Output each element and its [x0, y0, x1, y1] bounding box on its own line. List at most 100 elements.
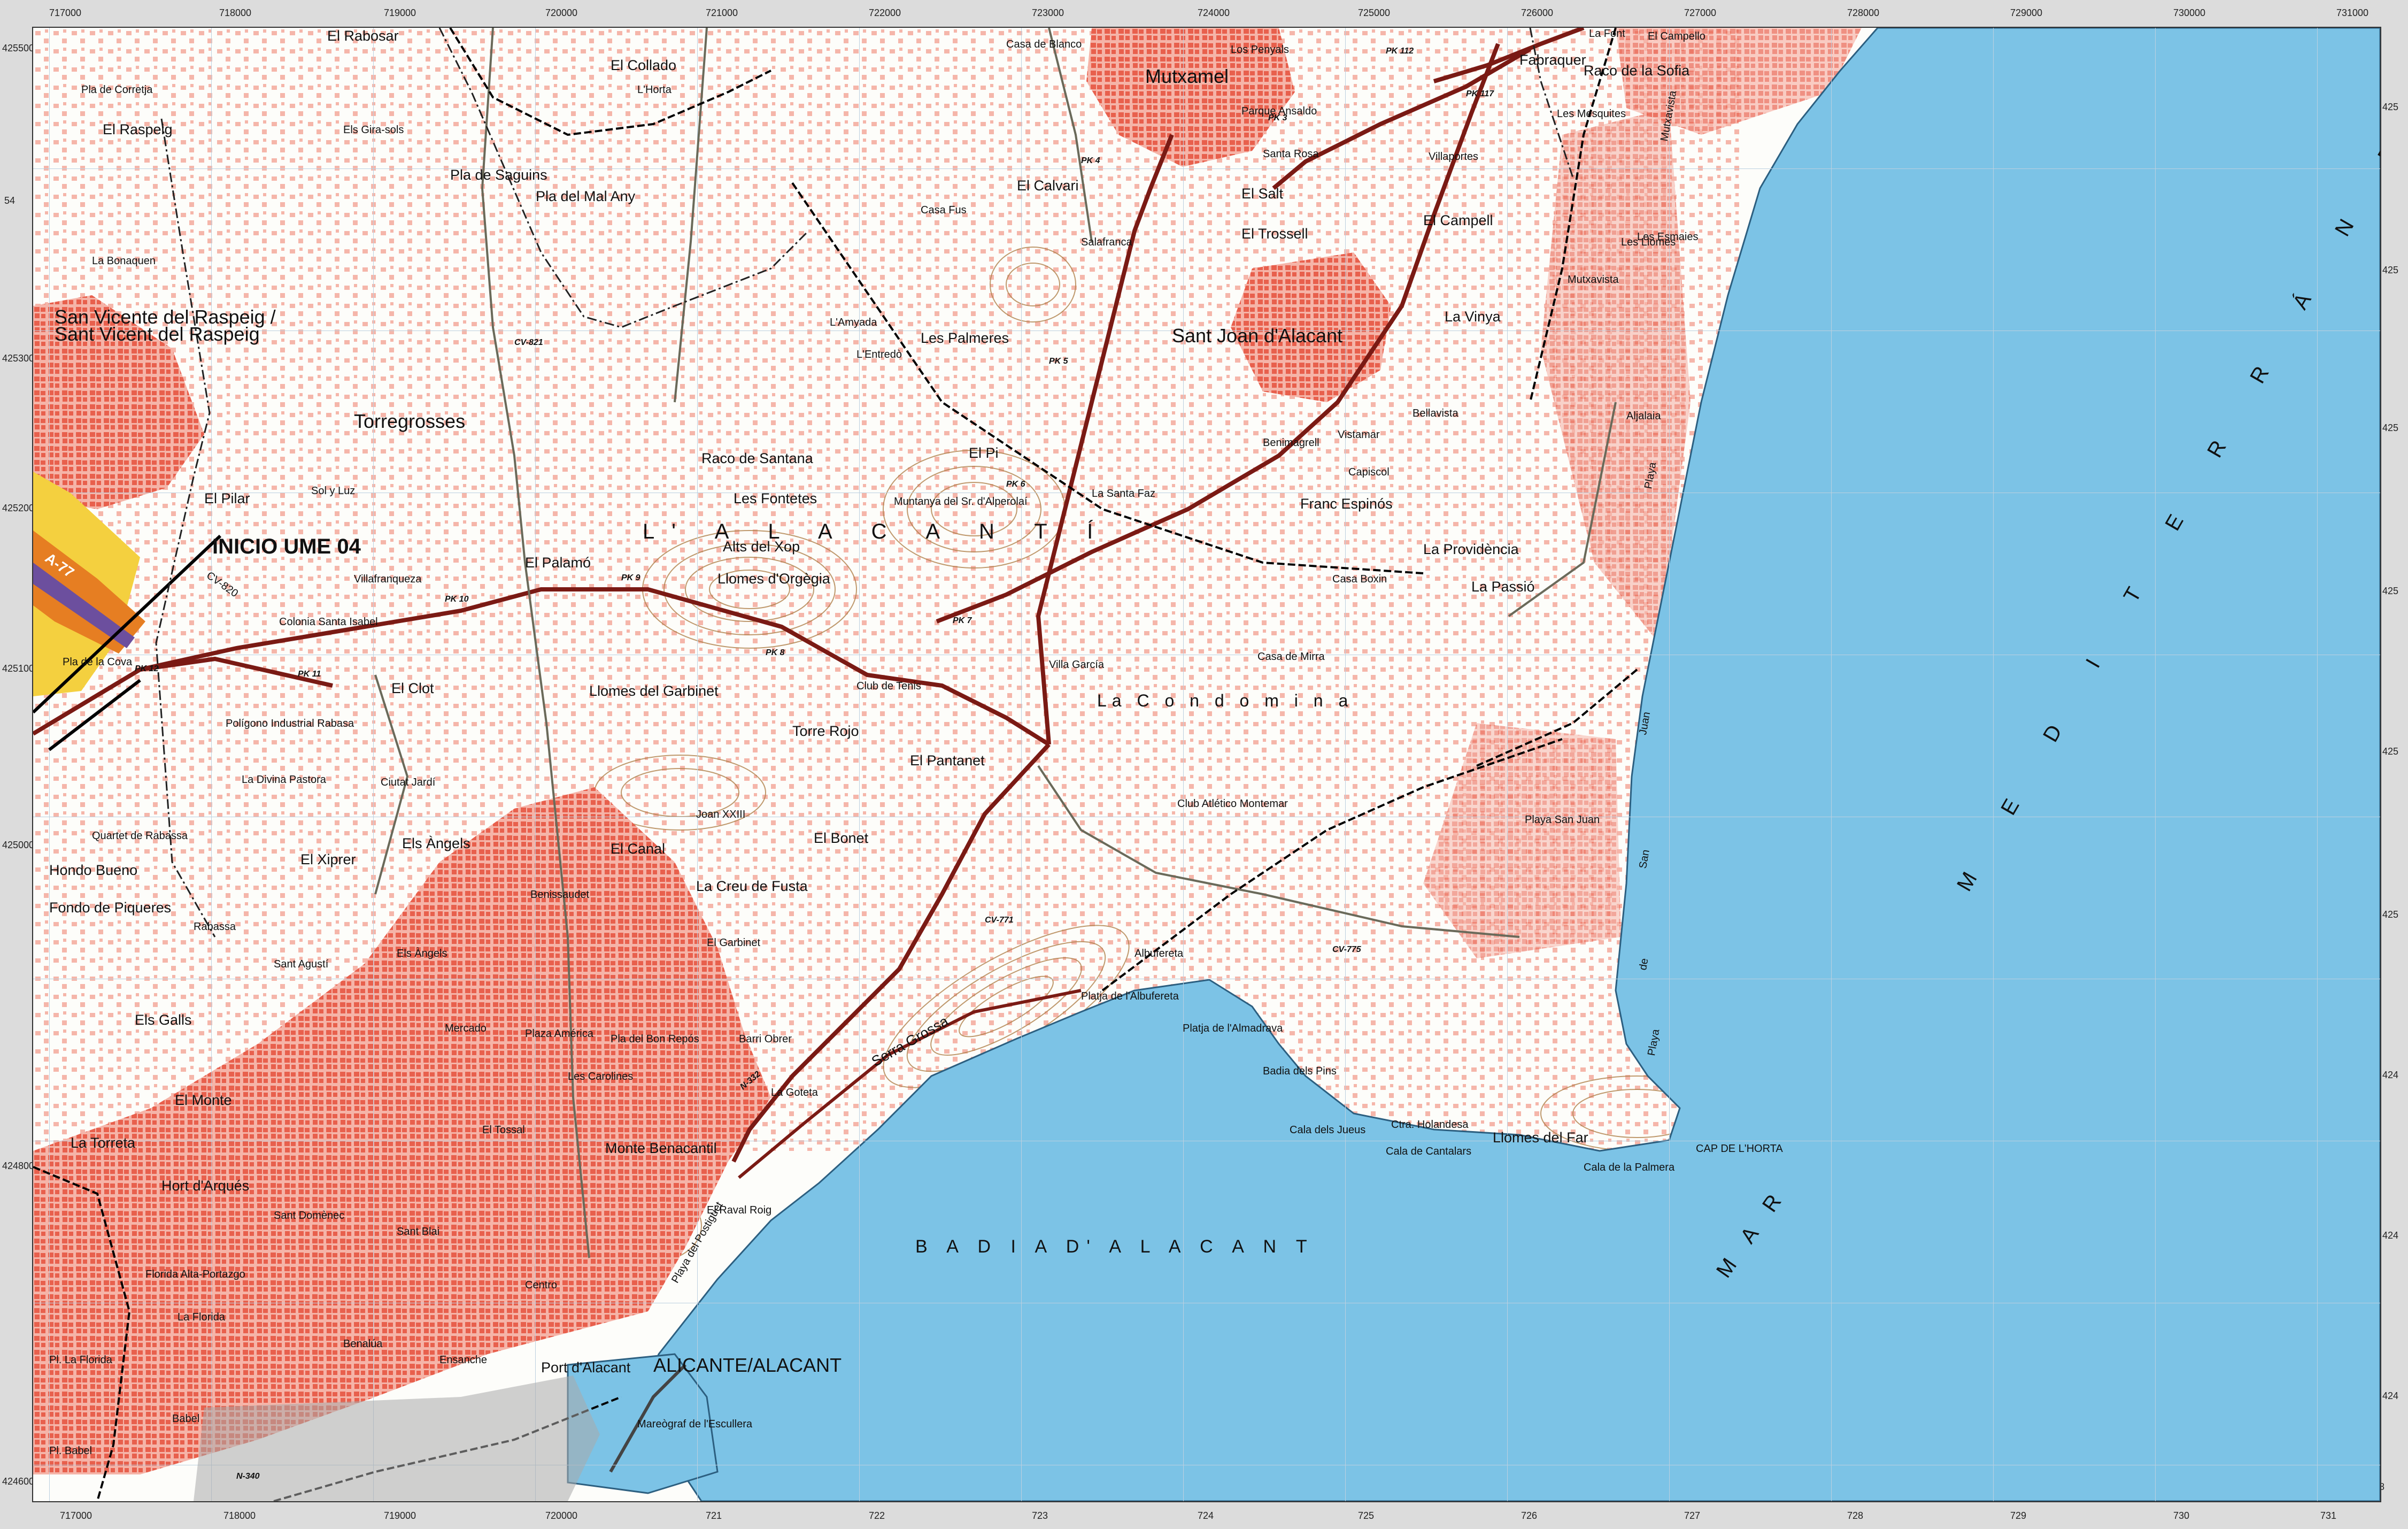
place-label: El Bonet: [814, 830, 869, 846]
place-label: Salafranca: [1081, 236, 1132, 248]
inicio-label: INICIO UME 04: [212, 535, 361, 558]
top-tick: 721000: [706, 7, 738, 18]
city-label: ALICANTE/ALACANT: [653, 1354, 842, 1376]
coordinate-grid: [33, 28, 2380, 1501]
bottom-tick: 724: [1198, 1510, 1214, 1521]
place-label: Mutxavista: [1568, 274, 1619, 286]
place-label: Cala de la Palmera: [1584, 1162, 1675, 1173]
place-label: El Pantanet: [910, 752, 985, 769]
place-label: Platja de l'Almadrava: [1183, 1023, 1283, 1034]
place-label: El Rabosar: [327, 28, 399, 44]
pk-label: PK 11: [298, 670, 321, 679]
place-label: Sant Blai: [397, 1226, 440, 1238]
bottom-tick: 726: [1521, 1510, 1538, 1521]
place-label: Torre Rojo: [792, 723, 859, 739]
highways: [33, 28, 1585, 1163]
place-label: L'Amyada: [830, 317, 877, 328]
top-tick: 730000: [2173, 7, 2206, 18]
place-label: Los Penyals: [1231, 44, 1289, 56]
place-label: Pla de la Cova: [63, 656, 133, 668]
place-label: Capiscol: [1348, 466, 1390, 478]
town-label: San Vicente del Raspeig /: [55, 306, 276, 328]
place-label: Barri Obrer: [739, 1033, 792, 1045]
place-label: Badia dels Pins: [1263, 1065, 1337, 1077]
place-label: Club Atlético Montemar: [1177, 798, 1288, 810]
purple-band: [33, 563, 135, 648]
place-label: El Canal: [611, 841, 666, 857]
place-label: Playa San Juan: [1525, 814, 1600, 826]
place-label: La Goteta: [771, 1087, 818, 1098]
place-label: Pla de Corretja: [81, 84, 153, 96]
pk-label: PK 7: [953, 616, 972, 625]
bottom-tick: 729: [2010, 1510, 2027, 1521]
topographic-map[interactable]: Mutxamel Sant Joan d'Alacant San Vicente…: [32, 27, 2381, 1502]
right-tick: 425: [2382, 102, 2399, 112]
place-label: Villa García: [1049, 659, 1105, 671]
place-label: Llomes del Garbinet: [589, 683, 719, 699]
top-tick: 727000: [1684, 7, 1717, 18]
bottom-tick: 720000: [545, 1510, 578, 1521]
port-platform: [194, 1376, 600, 1501]
right-tick: 425: [2382, 586, 2399, 596]
place-label: El Calvari: [1017, 178, 1079, 194]
pk-label: PK 3: [1268, 113, 1287, 122]
place-label: La Vinya: [1445, 309, 1501, 325]
place-label: Hondo Bueno: [49, 862, 138, 878]
left-tick: 54: [4, 195, 16, 206]
place-label: La Florida: [177, 1311, 225, 1323]
pk-label: PK 4: [1081, 156, 1100, 165]
right-tick: 424: [2382, 1070, 2399, 1080]
place-label: Mareògraf de l'Escullera: [637, 1418, 753, 1430]
place-label: El Palamó: [525, 555, 591, 571]
place-label: Sol y Luz: [311, 485, 356, 497]
right-tick: 425: [2382, 265, 2399, 275]
place-label: de: [1637, 957, 1651, 971]
bottom-tick: 722: [869, 1510, 885, 1521]
place-label: Les Esmaies: [1637, 231, 1699, 243]
place-label: Benimagrell: [1263, 437, 1319, 449]
place-label: Mercado: [445, 1023, 487, 1034]
town-label: Sant Vicent del Raspeig: [55, 323, 260, 345]
place-label: Aljalaia: [1626, 410, 1661, 422]
bottom-tick: 727: [1684, 1510, 1701, 1521]
place-label: Pla del Mal Any: [536, 188, 636, 204]
road-label: CV-775: [1332, 945, 1361, 954]
place-label: El Xiprer: [300, 851, 356, 867]
place-label: El Clot: [391, 680, 434, 696]
top-tick: 718000: [219, 7, 252, 18]
place-label: Port d'Alacant: [541, 1359, 631, 1376]
place-label: La Santa Faz: [1092, 488, 1155, 500]
place-label: El Raspeig: [103, 121, 173, 137]
road-label: N-340: [236, 1472, 260, 1481]
place-label: Pl. Babel: [49, 1445, 92, 1457]
place-label: Monte Benacantil: [605, 1140, 717, 1156]
road-label: CV-821: [514, 338, 543, 347]
place-label: La Passió: [1471, 579, 1535, 595]
place-label: Casa de Blanco: [1006, 39, 1082, 50]
place-label: Vistamar: [1338, 429, 1380, 441]
place-label: La Bonaquen: [92, 255, 156, 267]
pk-label: PK 10: [445, 595, 469, 604]
place-label: El Tossal: [482, 1124, 525, 1136]
place-label: Pla de Saguins: [450, 167, 547, 183]
place-label: L'Horta: [637, 84, 672, 96]
place-label: Sant Agustí: [274, 958, 329, 970]
place-label: Les Fontetes: [734, 490, 817, 506]
place-label: El Raval Roig: [707, 1204, 772, 1216]
sea-label: B A D I A D' A L A C A N T: [915, 1236, 1315, 1257]
place-label: El Monte: [175, 1092, 232, 1108]
place-label: Santa Rosa: [1263, 148, 1319, 160]
place-label: Fondo de Piqueres: [49, 900, 172, 916]
place-label: La Providència: [1423, 541, 1519, 557]
place-label: Ensanche: [439, 1354, 487, 1366]
place-label: Llomes d'Orgègia: [717, 571, 830, 587]
place-label: La Divina Pastora: [242, 774, 326, 786]
admin-boundary: [155, 28, 1574, 938]
place-label: Ciutat Jardí: [381, 777, 436, 788]
bottom-tick: 717000: [60, 1510, 92, 1521]
place-label: El Collado: [611, 57, 677, 73]
left-tick: 4252000: [2, 503, 40, 513]
area-label: La C o n d o m i n a: [1097, 691, 1354, 710]
place-label: Muntanya del Sr. d'Alperolaí: [894, 496, 1028, 508]
place-label: Pl. La Florida: [49, 1354, 112, 1366]
